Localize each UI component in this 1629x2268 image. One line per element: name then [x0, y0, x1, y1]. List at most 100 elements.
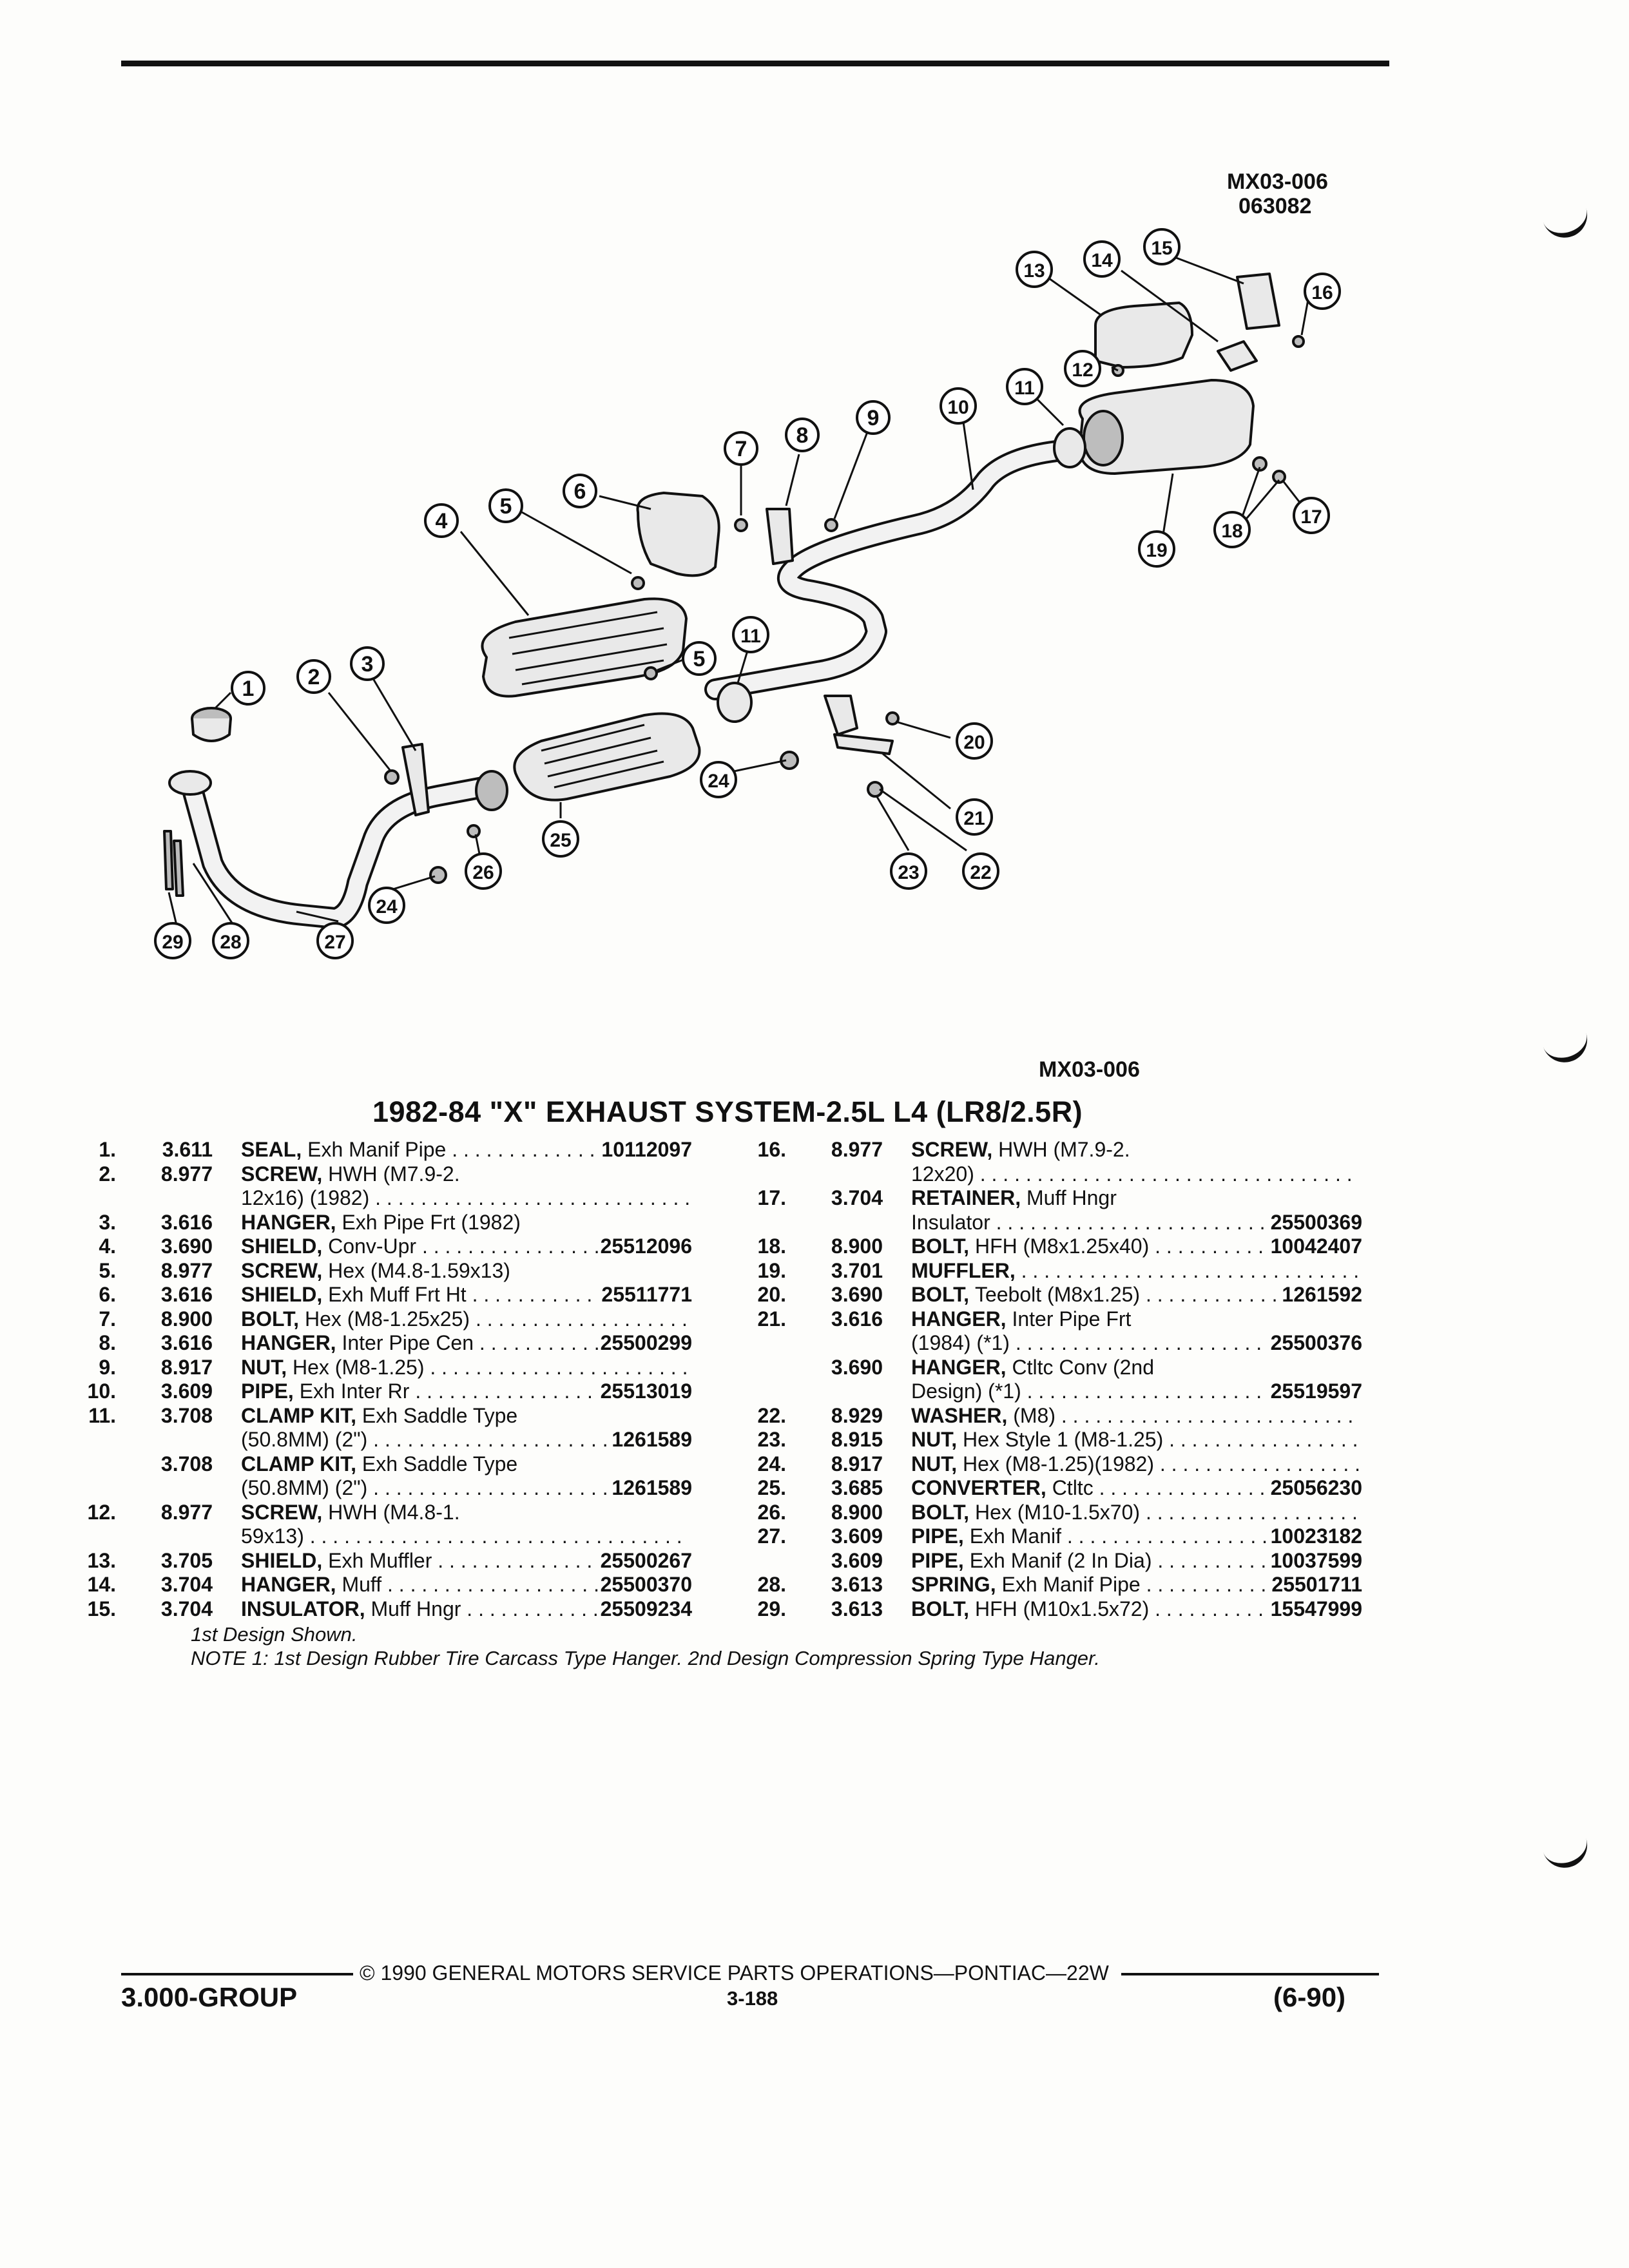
part-number: 25500376	[1270, 1331, 1362, 1354]
group-number	[786, 1379, 911, 1404]
callout-13: 13	[1016, 251, 1053, 288]
part-keyword: INSULATOR,	[241, 1597, 365, 1620]
group-number: 3.701	[831, 1258, 883, 1282]
part-description: CLAMP KIT, Exh Saddle Type	[241, 1404, 692, 1428]
callout-11: 11	[1006, 368, 1043, 405]
part-number	[521, 1211, 523, 1235]
part-description: (1984) (*1)25500376	[911, 1331, 1362, 1356]
parts-row: 59x13)	[58, 1524, 692, 1549]
part-number	[460, 1501, 463, 1525]
part-keyword: RETAINER,	[911, 1186, 1021, 1209]
svg-text:10: 10	[947, 397, 969, 418]
part-description: WASHER, (M8)	[911, 1404, 1362, 1428]
part-detail: HWH (M4.8-1.	[328, 1500, 460, 1524]
callout-24: 24	[700, 761, 737, 798]
item-number	[58, 1452, 116, 1477]
group-number: 8.977	[160, 1500, 213, 1524]
part-description: BOLT, Hex (M8-1.25x25)	[241, 1307, 692, 1332]
part-description: BOLT, Hex (M10-1.5x70)	[911, 1501, 1362, 1525]
part-keyword: SCREW,	[241, 1500, 323, 1524]
svg-text:5: 5	[693, 647, 706, 671]
part-number	[1154, 1356, 1157, 1380]
part-description: HANGER, Inter Pipe Cen25500299	[241, 1331, 692, 1356]
part-description: NUT, Hex (M8-1.25)	[241, 1356, 692, 1380]
group-number	[116, 1524, 241, 1549]
item-number: 28.	[757, 1573, 786, 1596]
callout-21: 21	[956, 798, 993, 836]
group-number: 8.900	[831, 1235, 883, 1258]
svg-text:27: 27	[324, 932, 345, 953]
part-keyword: HANGER,	[911, 1355, 1007, 1379]
item-number: 3.	[99, 1210, 116, 1234]
callout-2: 2	[296, 659, 331, 694]
svg-text:9: 9	[867, 406, 880, 430]
part-keyword: HANGER,	[241, 1331, 336, 1354]
part-description: BOLT, Teebolt (M8x1.25)1261592	[911, 1283, 1362, 1307]
part-keyword: SEAL,	[241, 1138, 302, 1161]
part-number	[1131, 1307, 1133, 1332]
part-number: 25513019	[600, 1379, 692, 1403]
group-number	[786, 1211, 911, 1235]
part-keyword: HANGER,	[241, 1210, 336, 1234]
part-number	[1130, 1138, 1133, 1162]
item-number	[58, 1428, 116, 1452]
part-detail: Exh Pipe Frt (1982)	[342, 1210, 521, 1234]
part-keyword: MUFFLER,	[911, 1258, 1016, 1282]
callout-16: 16	[1304, 273, 1341, 310]
part-keyword: NUT,	[911, 1428, 958, 1451]
svg-text:22: 22	[970, 862, 991, 883]
svg-text:11: 11	[1014, 378, 1035, 399]
item-number: 12.	[87, 1500, 116, 1524]
part-number: 25500370	[600, 1573, 692, 1596]
part-detail: Exh Inter Rr	[300, 1379, 598, 1404]
group-number: 3.690	[160, 1235, 213, 1258]
item-number: 5.	[99, 1258, 116, 1282]
part-number	[689, 1307, 692, 1332]
part-description: MUFFLER,	[911, 1259, 1362, 1283]
callout-20: 20	[956, 722, 993, 760]
group-number: 8.977	[160, 1258, 213, 1282]
svg-text:2: 2	[308, 665, 320, 689]
part-keyword: BOLT,	[241, 1307, 300, 1331]
part-number	[1360, 1428, 1362, 1452]
callout-18: 18	[1213, 511, 1251, 548]
callout-6: 6	[563, 474, 597, 508]
group-number: 8.917	[160, 1355, 213, 1379]
part-keyword: BOLT,	[911, 1597, 970, 1620]
callout-26: 26	[465, 852, 502, 890]
item-number: 27.	[757, 1524, 786, 1548]
part-description: NUT, Hex (M8-1.25)(1982)	[911, 1452, 1362, 1477]
item-number: 20.	[757, 1283, 786, 1306]
svg-text:17: 17	[1300, 506, 1322, 528]
item-number: 1.	[99, 1138, 116, 1161]
item-number: 10.	[87, 1379, 116, 1403]
svg-text:3: 3	[361, 652, 374, 677]
callout-19: 19	[1138, 530, 1175, 568]
part-keyword: PIPE,	[911, 1548, 964, 1572]
item-number: 14.	[87, 1573, 116, 1596]
footer-page-number: 3-188	[727, 1987, 778, 2010]
part-keyword: SCREW,	[241, 1162, 323, 1186]
group-number: 8.977	[160, 1162, 213, 1186]
footer-rule-left	[121, 1973, 353, 1975]
svg-text:15: 15	[1151, 238, 1172, 259]
item-number: 2.	[99, 1162, 116, 1186]
item-number	[728, 1379, 786, 1404]
part-number: 25509234	[600, 1597, 692, 1620]
part-number: 25512096	[600, 1235, 692, 1258]
part-number	[1360, 1501, 1362, 1525]
part-detail: Inter Pipe Cen	[342, 1331, 597, 1356]
part-keyword: NUT,	[241, 1355, 287, 1379]
part-detail: HWH (M7.9-2.	[328, 1162, 460, 1186]
part-description: SHIELD, Exh Muff Frt Ht25511771	[241, 1283, 692, 1307]
part-detail: Conv-Upr	[328, 1235, 598, 1259]
